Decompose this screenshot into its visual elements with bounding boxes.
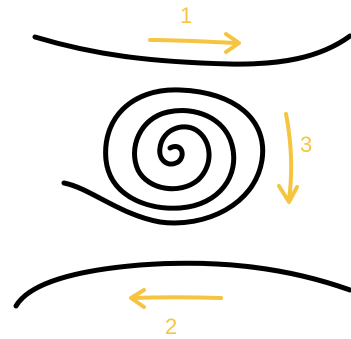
label-2: 2: [165, 314, 177, 339]
arrow-3-shaft: [286, 114, 291, 200]
spiral-vortex: [64, 90, 263, 223]
arrow-right-icon: [150, 34, 239, 52]
label-3: 3: [300, 132, 312, 157]
arrow-1-shaft: [150, 40, 238, 43]
arrow-down-icon: [279, 114, 297, 202]
arrow-2-shaft: [132, 297, 221, 298]
arrow-left-icon: [131, 290, 221, 307]
bottom-boundary-curve: [16, 263, 350, 306]
label-1: 1: [180, 3, 192, 28]
